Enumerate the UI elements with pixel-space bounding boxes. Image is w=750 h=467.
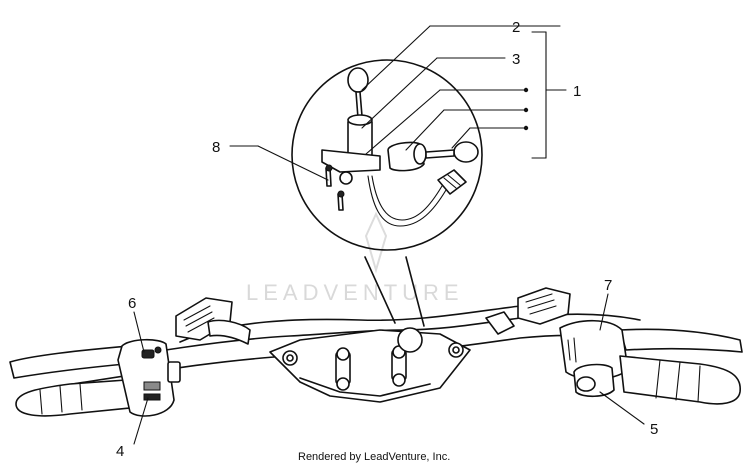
callout-8: 8 [212,139,220,156]
callout-1: 1 [573,83,581,100]
handlebar-assembly [59,305,641,403]
callout-4: 4 [116,443,124,460]
leader-lines [133,25,645,445]
render-credit: Rendered by LeadVenture, Inc. [298,451,450,463]
callout-3: 3 [512,51,520,68]
ignition-detail-balloon [291,59,483,327]
left-control-group [9,297,251,417]
right-control-group [485,287,743,405]
watermark-text: LEADVENTURE [246,280,464,305]
callout-6: 6 [128,295,136,312]
leader-dots [523,87,529,131]
callout-5: 5 [650,421,658,438]
callout-7: 7 [604,277,612,294]
callout-2: 2 [512,19,520,36]
callout-labels: 1 2 3 4 5 6 7 8 [116,19,658,460]
watermark: LEADVENTURE [246,211,464,305]
